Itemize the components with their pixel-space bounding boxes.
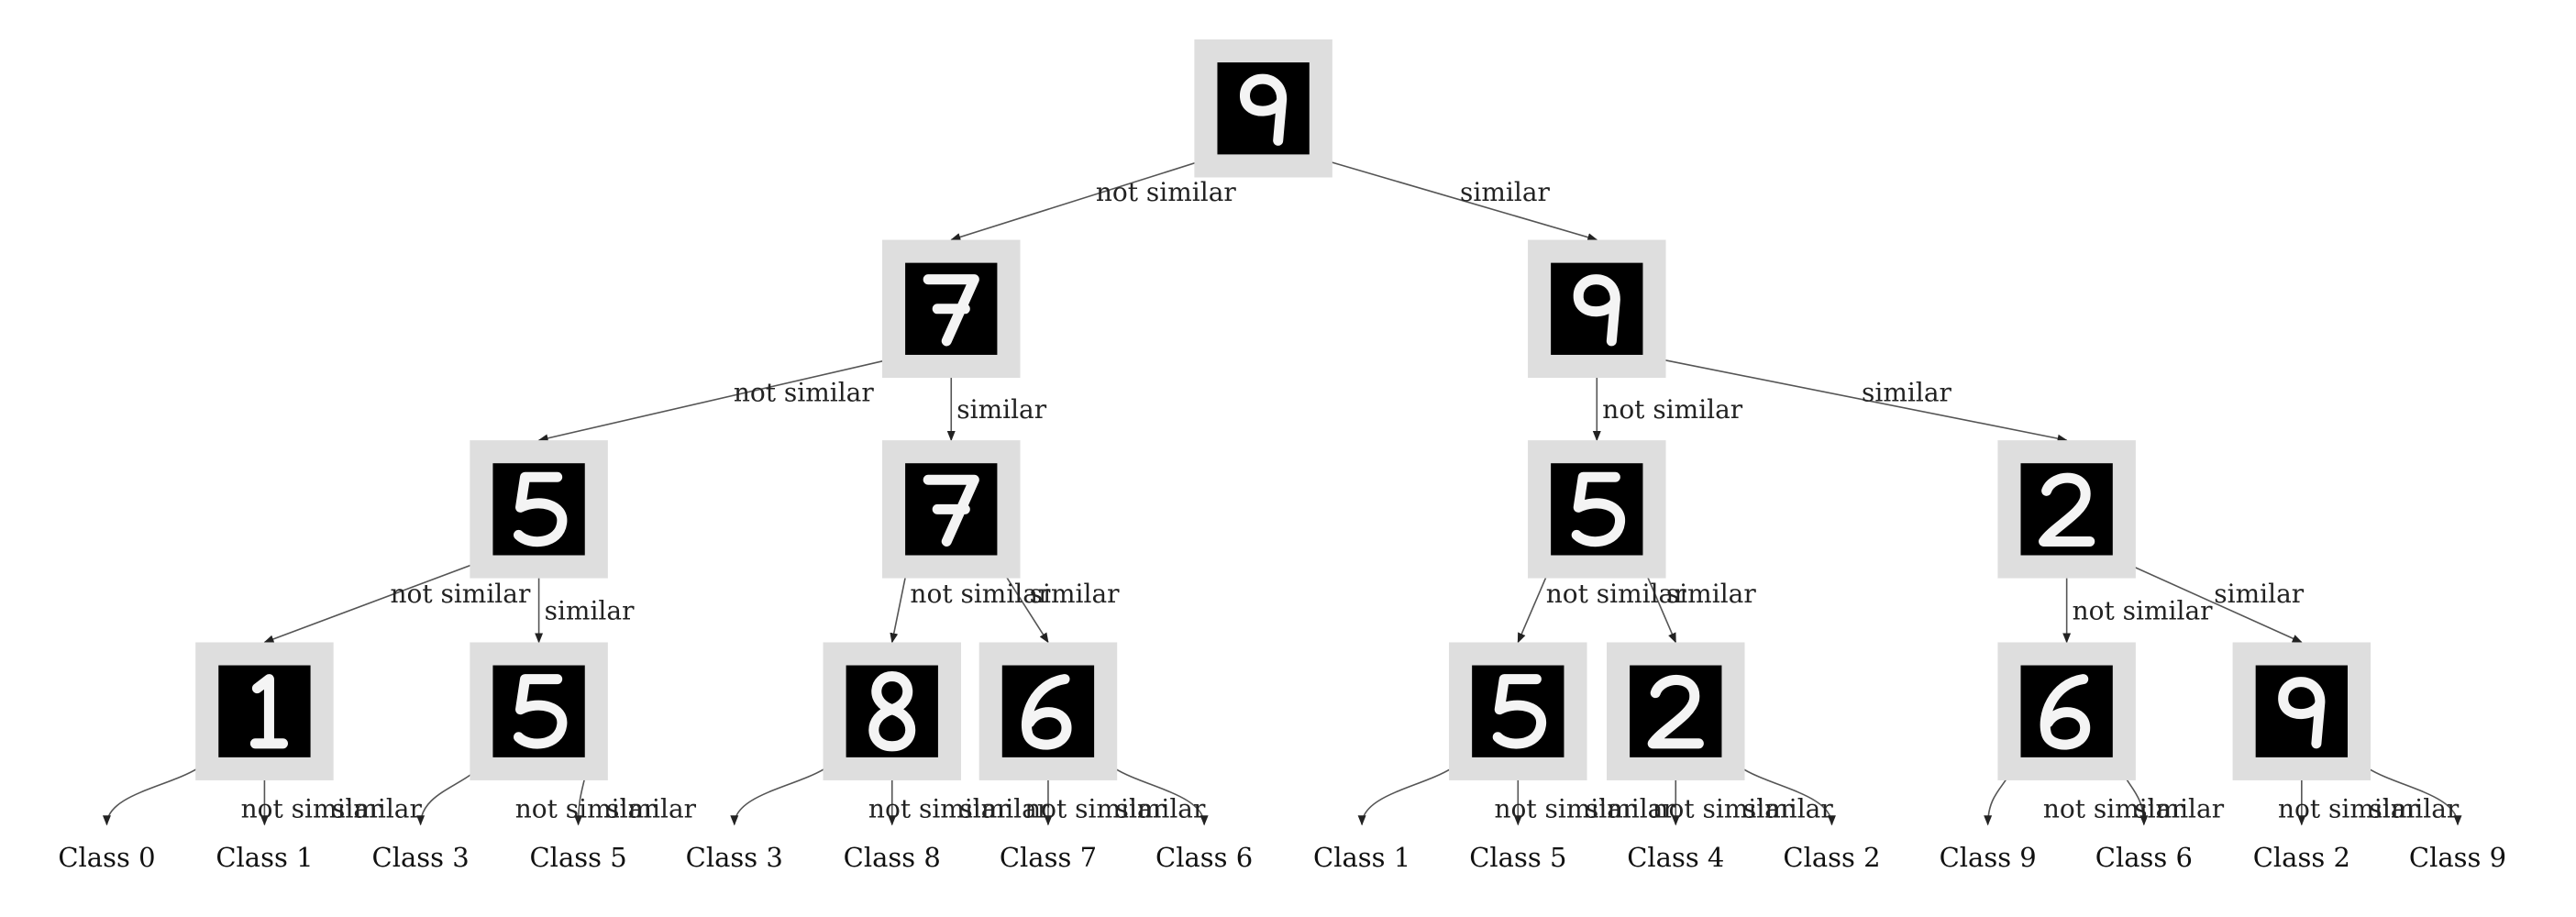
node-lll-digit-image <box>195 642 334 780</box>
edge-label-not-similar: not similar <box>1546 579 1687 609</box>
edge-label-similar: similar <box>332 793 422 823</box>
node-root-digit-image <box>1194 39 1332 178</box>
leaf-class-label: Class 7 <box>1000 842 1097 873</box>
edge-label-similar: similar <box>1586 793 1675 823</box>
handwritten-digit-6 <box>2040 674 2091 750</box>
node-ll-digit-image <box>470 440 608 579</box>
leaf-class-label: Class 2 <box>2253 842 2350 873</box>
tree-edge <box>1638 354 2068 443</box>
leaf-class-label: Class 9 <box>2409 842 2506 873</box>
leaf-class-label: Class 1 <box>216 842 313 873</box>
edge-label-similar: similar <box>1030 579 1120 609</box>
handwritten-digit-7 <box>923 274 979 347</box>
node-lr-digit-image <box>882 440 1021 579</box>
edge-label-not-similar: not similar <box>734 378 875 408</box>
node-r-digit-image <box>1528 239 1666 379</box>
handwritten-digit-5 <box>514 674 568 749</box>
edge-label-not-similar: not similar <box>2278 793 2419 823</box>
node-l-digit-image <box>882 239 1021 379</box>
edge-label-similar: similar <box>1666 579 1756 609</box>
node-rrr-digit-image <box>2232 642 2371 780</box>
node-rlr-digit-image <box>1607 642 1745 780</box>
node-rll-digit-image <box>1449 642 1587 780</box>
edge-label-similar: similar <box>1862 378 1951 408</box>
node-llr-digit-image <box>470 642 608 780</box>
handwritten-digit-5 <box>1571 471 1625 547</box>
node-lrr-digit-image <box>978 642 1118 780</box>
edge-label-not-similar: not similar <box>868 793 1010 823</box>
edge-label-not-similar: not similar <box>1602 394 1743 425</box>
tree-edge <box>537 354 911 443</box>
handwritten-digit-6 <box>1022 674 1072 750</box>
leaf-class-label: Class 3 <box>372 842 470 873</box>
handwritten-digit-9 <box>2278 677 2326 749</box>
edge-label-not-similar: not similar <box>1024 793 1166 823</box>
edge-label-similar: similar <box>959 793 1049 823</box>
leaf-class-label: Class 8 <box>844 842 941 873</box>
edge-label-similar: similar <box>1116 793 1206 823</box>
edge-label-not-similar: not similar <box>1652 793 1793 823</box>
edge-label-not-similar: not similar <box>2043 793 2184 823</box>
handwritten-digit-7 <box>923 474 979 547</box>
edge-label-similar: similar <box>2214 579 2304 609</box>
edge-label-similar: similar <box>1460 177 1550 207</box>
tree-edge <box>2107 554 2303 644</box>
leaf-class-label: Class 3 <box>686 842 783 873</box>
leaf-class-label: Class 5 <box>529 842 626 873</box>
leaf-class-label: Class 1 <box>1313 842 1410 873</box>
tree-edge <box>950 153 1222 241</box>
handwritten-digit-5 <box>514 471 568 547</box>
leaf-class-label: Class 6 <box>2095 842 2193 873</box>
handwritten-digit-9 <box>1573 274 1620 347</box>
edge-label-not-similar: not similar <box>2073 596 2214 626</box>
handwritten-digit-2 <box>1647 675 1704 749</box>
handwritten-digit-5 <box>1492 674 1546 749</box>
edge-label-not-similar: not similar <box>1096 177 1237 207</box>
leaf-class-label: Class 6 <box>1155 842 1253 873</box>
handwritten-digit-2 <box>2039 472 2095 547</box>
node-lrl-digit-image <box>823 642 962 780</box>
edge-label-similar: similar <box>2369 793 2459 823</box>
leaf-class-label: Class 9 <box>1940 842 2037 873</box>
edge-label-not-similar: not similar <box>515 793 657 823</box>
edge-label-similar: similar <box>956 394 1046 425</box>
leaf-class-label: Class 4 <box>1627 842 1724 873</box>
leaf-class-label: Class 5 <box>1469 842 1566 873</box>
node-rr-digit-image <box>1997 440 2136 579</box>
tree-edge <box>263 554 498 644</box>
node-rrl-digit-image <box>1997 642 2136 780</box>
edge-label-not-similar: not similar <box>910 579 1051 609</box>
edge-label-not-similar: not similar <box>1494 793 1635 823</box>
leaf-class-label: Class 2 <box>1783 842 1880 873</box>
edge-label-similar: similar <box>606 793 696 823</box>
edge-label-similar: similar <box>1743 793 1833 823</box>
edge-label-similar: similar <box>2134 793 2224 823</box>
tree-edge <box>1304 153 1598 242</box>
edge-label-not-similar: not similar <box>390 579 531 609</box>
node-rl-digit-image <box>1528 440 1666 579</box>
edge-label-not-similar: not similar <box>241 793 382 823</box>
edge-label-similar: similar <box>545 596 635 626</box>
leaf-class-label: Class 0 <box>58 842 155 873</box>
handwritten-digit-9 <box>1240 73 1288 146</box>
handwritten-digit-8 <box>868 671 916 752</box>
handwritten-digit-1 <box>249 674 289 749</box>
